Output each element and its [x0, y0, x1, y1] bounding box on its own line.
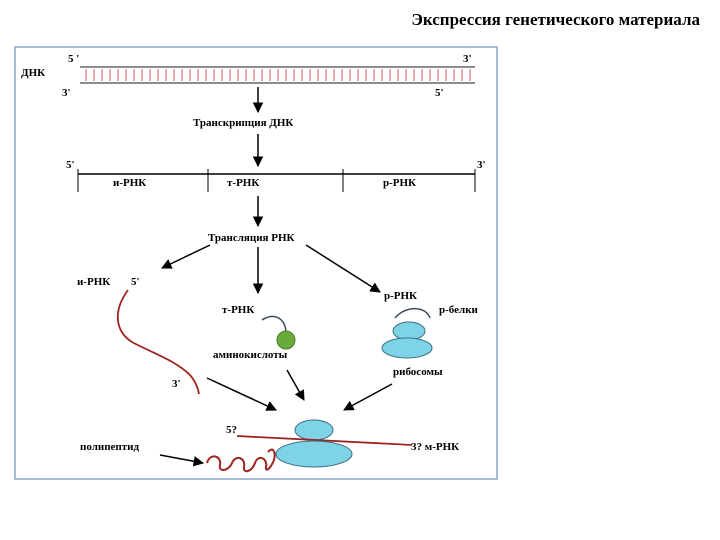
dna-bottom-right-end: 5': [435, 87, 444, 99]
assembly-mrna-end-label: 3? м-РНК: [411, 441, 459, 453]
rrna-hook: [394, 307, 431, 319]
arrow-rrna-to-assembly: [343, 383, 393, 411]
dna-top-right-end: 3': [463, 53, 472, 65]
rna-left-end: 5': [66, 159, 75, 171]
mrna-branch-three-prime: 3': [172, 378, 181, 390]
rna-strand: [77, 169, 476, 192]
polypeptide-chain: [206, 448, 276, 473]
dna-base-pairs: [85, 69, 471, 81]
translation-label: Трансляция РНК: [208, 232, 295, 244]
ribosomal-proteins-label: р-белки: [439, 304, 479, 316]
rna-segment-rrna: р-РНК: [383, 177, 416, 189]
rna-right-end: 3': [477, 159, 486, 171]
assembly-mrna-line: [236, 435, 413, 446]
assembly-ribosome-small-icon: [294, 419, 334, 441]
dna-label: ДНК: [21, 67, 45, 79]
assembly-five-prime: 5?: [226, 424, 237, 436]
amino-acid-icon: [276, 330, 296, 350]
trna-hook: [261, 315, 287, 333]
arrow-trna-to-assembly: [286, 369, 305, 401]
slide-title: Экспрессия генетического материала: [411, 10, 700, 29]
rna-segment-trna: т-РНК: [227, 177, 259, 189]
dna-bottom-left-end: 3': [62, 87, 71, 99]
mrna-curve: [116, 289, 200, 395]
diagram-frame: [14, 46, 498, 480]
assembly-ribosome-large-icon: [275, 440, 353, 468]
dna-top-left-end: 5 ': [68, 53, 79, 65]
ribosome-small-subunit-icon: [392, 321, 426, 341]
mrna-branch-label: и-РНК: [77, 276, 110, 288]
arrow-to-polypeptide: [159, 454, 205, 467]
dna-strand: [80, 66, 475, 84]
polypeptide-label: полипептид: [80, 441, 140, 453]
rna-segment-mrna: и-РНК: [113, 177, 146, 189]
mrna-branch-five-prime: 5': [131, 276, 140, 288]
arrow-translation-to-rrna: [305, 244, 381, 293]
transcription-label: Транскрипция ДНК: [193, 117, 293, 129]
ribosome-large-subunit-icon: [381, 337, 433, 359]
trna-branch-label: т-РНК: [222, 304, 254, 316]
arrow-mrna-to-assembly: [206, 377, 277, 411]
amino-acids-label: аминокислоты: [213, 349, 288, 361]
arrow-translation-to-mrna: [161, 244, 211, 269]
rrna-branch-label: р-РНК: [384, 290, 417, 302]
ribosomes-label: рибосомы: [393, 366, 443, 378]
